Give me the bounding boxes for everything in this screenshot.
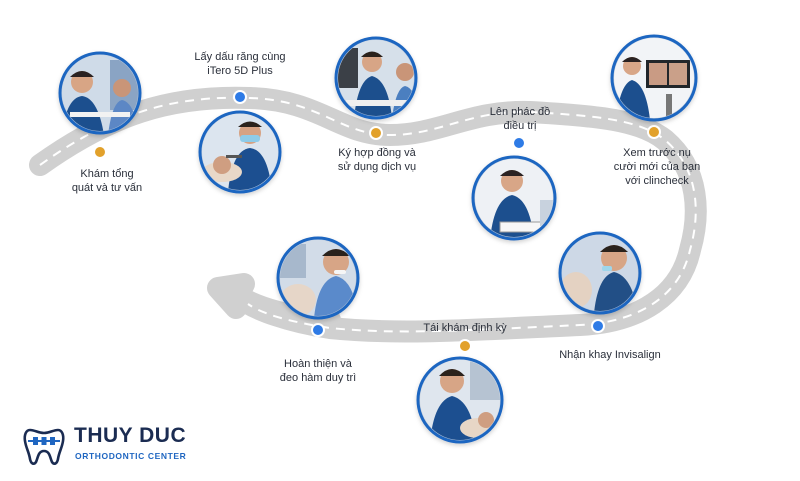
winding-road	[29, 86, 707, 343]
step-photo-dental-scan	[198, 110, 282, 194]
step-photo-follow-up-checkup	[416, 356, 504, 444]
step-label-2: Lấy dấu răng cùng iTero 5D Plus	[194, 51, 286, 77]
step-label-6: Nhận khay Invisalign	[559, 349, 661, 361]
road-markers	[93, 90, 661, 353]
step-label-7: Tái khám định kỳ	[423, 322, 507, 334]
road-dot-5	[647, 125, 661, 139]
brand-subtitle: ORTHODONTIC CENTER	[75, 451, 187, 461]
road-dot-7	[458, 339, 472, 353]
step-label-8: Hoàn thiện và đeo hàm duy trì	[279, 358, 357, 384]
road-dot-3	[369, 126, 383, 140]
step-label-3: Ký hợp đồng và sử dụng dịch vụ	[337, 147, 417, 173]
brand-name: THUY DUC	[74, 424, 187, 447]
step-label-5: Xem trước nụ cười mới của bạn với clinch…	[613, 147, 701, 187]
step-label-4: Lên phác đồ điều trị	[489, 106, 551, 132]
step-photo-consultation	[58, 51, 142, 135]
road-dot-6	[591, 319, 605, 333]
tooth-braces-icon	[23, 428, 65, 465]
step-photo-finish-retainer	[276, 236, 360, 320]
road-dot-4	[512, 136, 526, 150]
step-photo-smile-preview	[610, 34, 698, 122]
road-dot-1	[93, 145, 107, 159]
road-dot-2	[233, 90, 247, 104]
step-photo-contract-signing	[334, 36, 418, 120]
step-photo-receive-aligners	[558, 231, 642, 315]
step-label-1: Khám tổng quát và tư vấn	[71, 168, 143, 194]
step-photo-treatment-planning	[471, 155, 557, 241]
road-dot-8	[311, 323, 325, 337]
